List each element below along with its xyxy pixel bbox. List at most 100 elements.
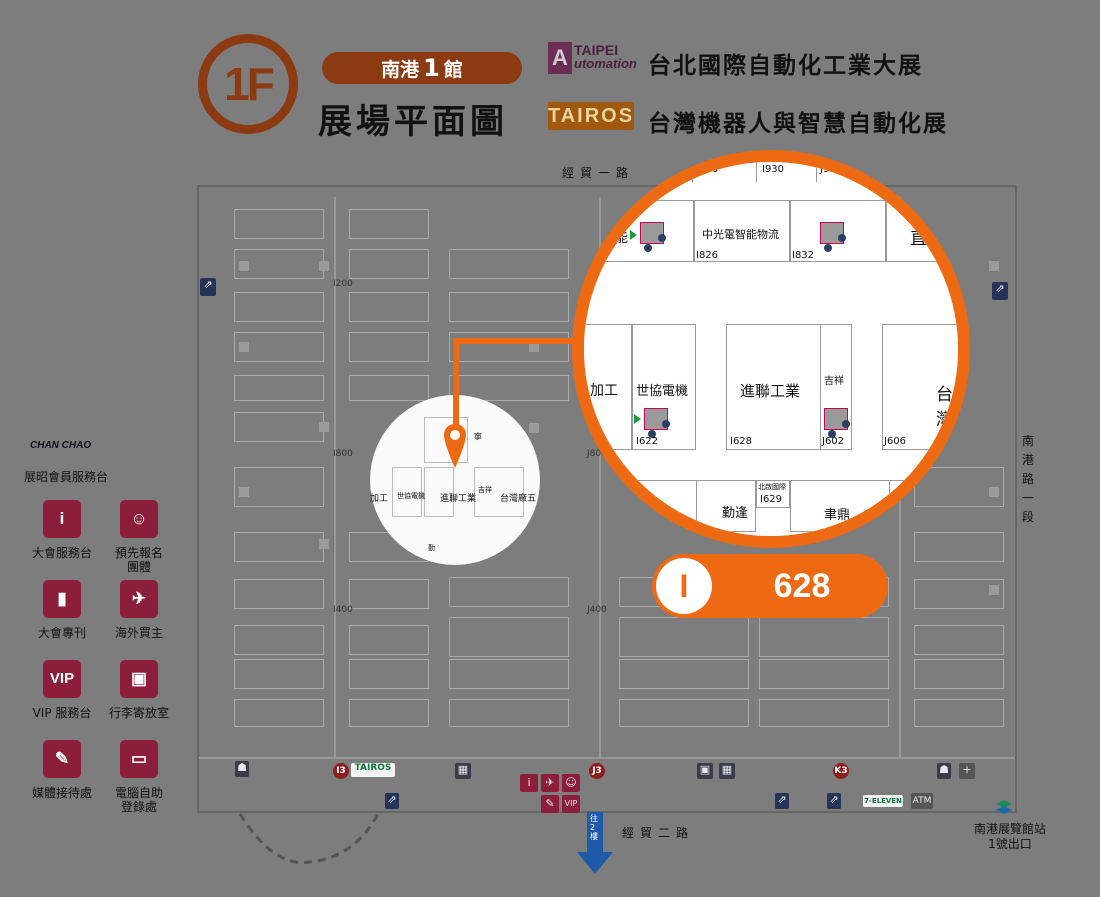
booth[interactable]: [449, 577, 569, 607]
escalator-icon: ⇗: [200, 278, 216, 296]
target-booth[interactable]: [726, 324, 822, 450]
locker-icon: ▦: [455, 763, 471, 779]
booth[interactable]: [449, 375, 569, 401]
road-right: 南港路一段: [1022, 434, 1035, 524]
aisle-label: J400: [587, 605, 607, 615]
booth[interactable]: [759, 617, 889, 657]
booth-zone-letter: I: [656, 558, 712, 614]
exit-arrow-icon: [577, 812, 613, 874]
seven-eleven-tag: 7-ELEVEN: [863, 795, 903, 807]
chanchao-service-label: 展昭會員服務台: [24, 470, 109, 484]
computer-icon: ▭: [120, 740, 158, 778]
booth[interactable]: [914, 625, 1004, 655]
booth[interactable]: [820, 324, 852, 450]
escalator-icon: ⇗: [992, 282, 1008, 300]
booth[interactable]: [234, 467, 324, 507]
booth[interactable]: [349, 375, 429, 401]
booth[interactable]: [234, 209, 324, 239]
entrance-marker: K3: [833, 763, 849, 779]
booth[interactable]: [882, 324, 958, 450]
info-icon: i: [520, 774, 538, 792]
booth[interactable]: [449, 699, 569, 727]
aisle-label: I800: [333, 449, 353, 459]
booth[interactable]: [914, 532, 1004, 562]
booth[interactable]: [234, 375, 324, 401]
booth[interactable]: [914, 659, 1004, 689]
show-title-automation: 台北國際自動化工業大展: [648, 53, 923, 79]
callout-connector: [453, 338, 583, 344]
legend-label: 預先報名 團體: [114, 546, 163, 574]
booth[interactable]: [449, 292, 569, 322]
booth[interactable]: [234, 625, 324, 655]
booth[interactable]: [449, 249, 569, 279]
booth[interactable]: [349, 659, 429, 689]
group-icon: ☺: [562, 774, 580, 792]
booth[interactable]: [349, 209, 429, 239]
booth[interactable]: [234, 332, 324, 362]
booth-spotlight: 加工 世協電機 進聯工業 吉祥 台灣廠五 勤 寧: [370, 395, 540, 565]
legend-label: VIP 服務台: [32, 706, 92, 720]
media-icon: ✎: [541, 795, 559, 813]
info-icon: i: [43, 500, 81, 538]
luggage-icon: ▣: [120, 660, 158, 698]
escalator-icon: ⇗: [385, 793, 399, 809]
page-title: 展場平面圖: [318, 102, 508, 142]
booth[interactable]: [619, 699, 749, 727]
booth-code: I926: [696, 164, 719, 175]
zoom-inset: I926 I930 J902 動 智能 中光電智能物流 I826 I832 直 …: [572, 150, 970, 548]
booth[interactable]: [349, 249, 429, 279]
vip-icon: VIP: [43, 660, 81, 698]
booth[interactable]: [694, 200, 790, 262]
station-label: 南港展覽館站 1號出口: [973, 822, 1046, 851]
booth[interactable]: [449, 659, 569, 689]
escalator-icon: ⇗: [775, 793, 789, 809]
legend-label: 大會專刊: [37, 626, 86, 640]
media-icon: ✎: [43, 740, 81, 778]
exit-arrow-label: 往2樓: [590, 814, 598, 841]
booth[interactable]: [349, 625, 429, 655]
booth-code: J902: [820, 164, 843, 175]
booth[interactable]: [619, 617, 749, 657]
booth[interactable]: [584, 200, 694, 262]
booth[interactable]: [914, 579, 1004, 609]
booth[interactable]: [584, 324, 632, 450]
booth[interactable]: [234, 659, 324, 689]
booth[interactable]: [349, 579, 429, 609]
location-pin-icon: [444, 424, 466, 468]
show-title-robotics: 台灣機器人與智慧自動化展: [648, 111, 948, 137]
aisle-label: I400: [333, 605, 353, 615]
entrance-marker: J3: [589, 763, 605, 779]
booth[interactable]: [886, 200, 958, 262]
chanchao-logo: CHAN CHAO: [30, 440, 92, 451]
booth[interactable]: [349, 699, 429, 727]
legend-label: 媒體接待處: [31, 786, 92, 800]
booth[interactable]: [619, 659, 749, 689]
booth[interactable]: [759, 699, 889, 727]
booth[interactable]: [234, 292, 324, 322]
booth[interactable]: [349, 332, 429, 362]
booth[interactable]: [234, 412, 324, 442]
booth[interactable]: [790, 480, 890, 532]
booth[interactable]: [234, 699, 324, 727]
floor-badge: 1F: [198, 34, 298, 134]
outer-walkway: [238, 813, 380, 865]
group-icon: ☺: [120, 500, 158, 538]
legend-label: 海外買主: [114, 626, 163, 640]
callout-connector: [453, 340, 459, 436]
booth[interactable]: [759, 659, 889, 689]
booth[interactable]: [234, 579, 324, 609]
booth[interactable]: [349, 292, 429, 322]
aisle-label: J800: [587, 449, 607, 459]
booth[interactable]: [756, 480, 790, 508]
metro-icon: [996, 800, 1012, 814]
restroom-icon: ☗: [937, 763, 951, 779]
tairos-tag: TAIROS: [351, 763, 395, 777]
first-aid-icon: +: [959, 763, 975, 779]
booth[interactable]: [449, 332, 569, 362]
booth[interactable]: [449, 617, 569, 657]
booth[interactable]: [234, 532, 324, 562]
airplane-icon: ✈: [541, 774, 559, 792]
booth[interactable]: [914, 699, 1004, 727]
booth[interactable]: [696, 480, 756, 532]
